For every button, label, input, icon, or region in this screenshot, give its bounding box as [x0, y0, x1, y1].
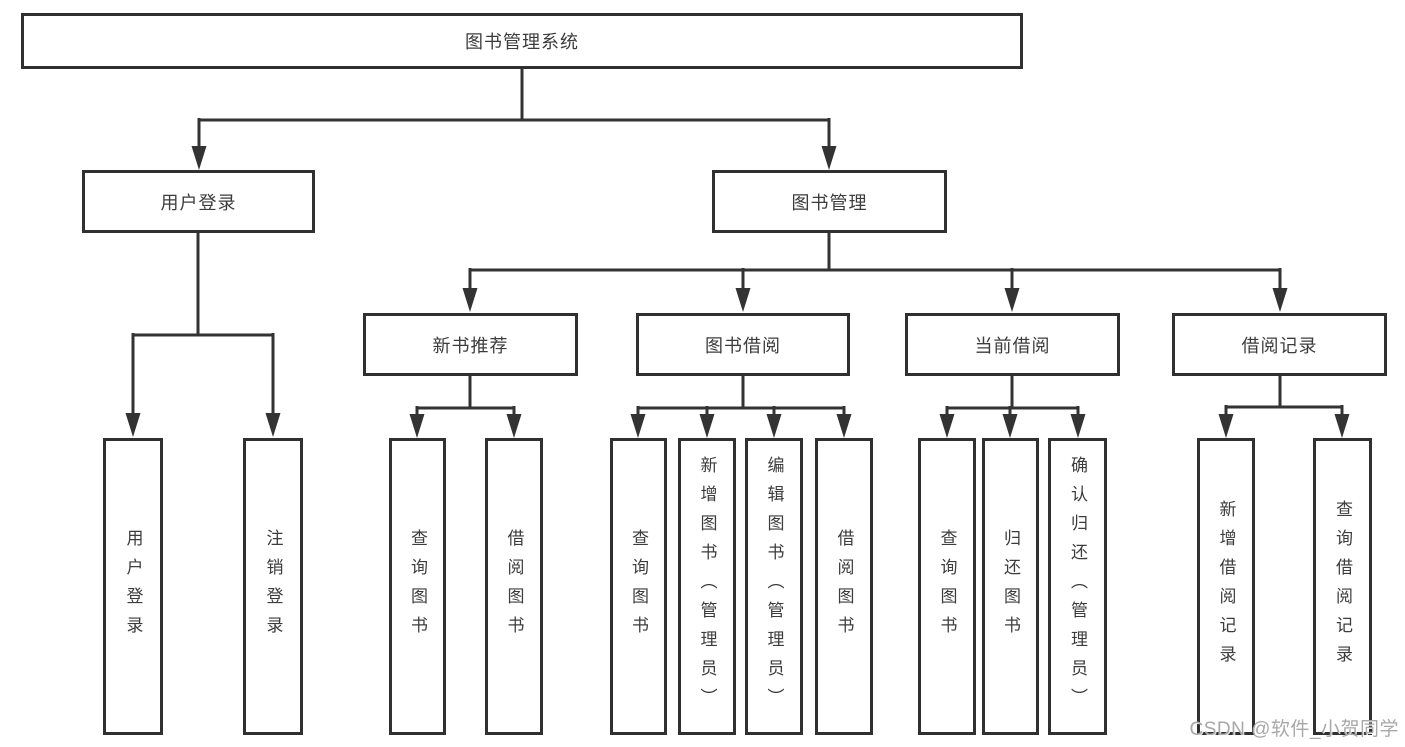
- node-label: 注销登录: [263, 528, 283, 645]
- node-query-books-current: 查询图书: [918, 438, 976, 735]
- watermark: CSDN @软件_小贺同学: [1189, 719, 1399, 740]
- node-query-books-borrow: 查询图书: [610, 438, 667, 735]
- node-label: 新增图书（管理员）: [697, 456, 717, 717]
- node-add-borrow-record: 新增借阅记录: [1197, 438, 1255, 735]
- node-query-books-recommend: 查询图书: [389, 438, 446, 735]
- node-book-management: 图书管理: [712, 170, 947, 233]
- node-label: 借阅图书: [834, 528, 854, 645]
- node-label: 当前借阅: [974, 335, 1051, 356]
- node-current-borrow: 当前借阅: [905, 313, 1120, 376]
- node-label: 新增借阅记录: [1216, 499, 1236, 674]
- node-confirm-return-admin: 确认归还（管理员）: [1048, 438, 1107, 735]
- node-label: 图书管理系统: [465, 32, 579, 52]
- node-label: 图书管理: [791, 192, 868, 213]
- node-label: 借阅图书: [504, 528, 524, 645]
- node-user-login: 用户登录: [82, 170, 315, 233]
- node-borrow-books: 借阅图书: [815, 438, 873, 735]
- node-borrow-records: 借阅记录: [1172, 313, 1387, 376]
- node-root: 图书管理系统: [21, 13, 1023, 69]
- node-label: 编辑图书（管理员）: [764, 456, 784, 717]
- node-label: 查询图书: [629, 528, 648, 645]
- node-label: 借阅记录: [1241, 335, 1318, 356]
- node-return-books: 归还图书: [982, 438, 1039, 735]
- node-edit-books-admin: 编辑图书（管理员）: [745, 438, 803, 735]
- node-query-borrow-record: 查询借阅记录: [1313, 438, 1372, 735]
- node-label: 用户登录: [123, 528, 143, 645]
- node-logout: 注销登录: [243, 438, 303, 735]
- node-label: 图书借阅: [705, 335, 781, 356]
- node-label: 确认归还（管理员）: [1068, 456, 1087, 717]
- node-add-books-admin: 新增图书（管理员）: [678, 438, 736, 735]
- node-borrow-books-recommend: 借阅图书: [485, 438, 543, 735]
- node-book-borrow: 图书借阅: [636, 313, 850, 376]
- node-label: 归还图书: [1001, 528, 1020, 645]
- node-login-user: 用户登录: [103, 438, 163, 735]
- node-new-book-recommend: 新书推荐: [363, 313, 578, 376]
- node-label: 用户登录: [160, 192, 237, 213]
- node-label: 查询图书: [937, 528, 957, 645]
- node-label: 新书推荐: [432, 335, 509, 356]
- node-label: 查询借阅记录: [1333, 499, 1352, 674]
- node-label: 查询图书: [408, 528, 427, 645]
